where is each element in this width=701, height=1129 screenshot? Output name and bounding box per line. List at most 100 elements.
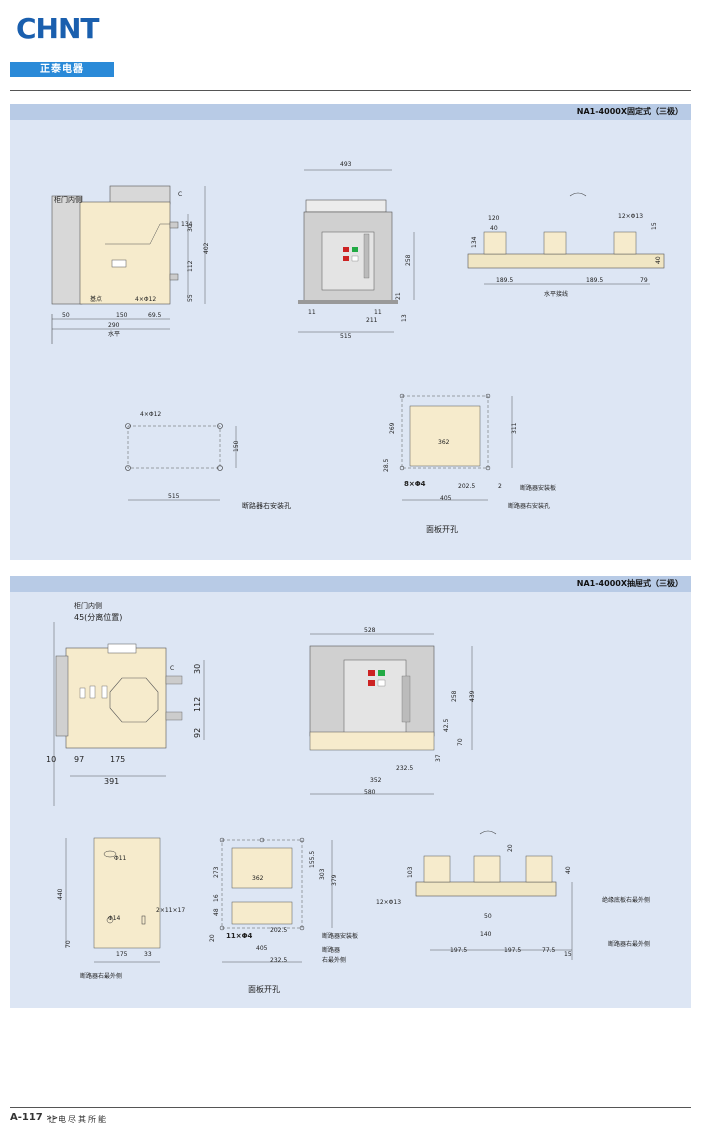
cutout-dim-48: 48 xyxy=(213,908,220,916)
side-holes-label: 4×Φ12 xyxy=(135,296,156,303)
front-dim-11-right: 11 xyxy=(374,309,382,316)
busbar-breaker-label: 断路器右最外侧 xyxy=(608,940,650,948)
cutout-dim-2: 2 xyxy=(498,483,502,490)
mount-holes-drawing xyxy=(125,423,237,501)
side-dim-50: 50 xyxy=(62,312,70,319)
busbar-dim-140: 140 xyxy=(480,931,492,938)
cutout-drawing xyxy=(399,393,513,501)
panel-fixed-type: NA1-4000X固定式（三极） 柜门内侧 基点 4×Φ12 C 50 150 … xyxy=(10,104,691,560)
panel-drawer-type: NA1-4000X抽屉式（三极） 柜门内侧 45(分离位置) C 30 112 … xyxy=(10,576,691,1008)
side-dim-30: 30 xyxy=(187,224,194,232)
side-dim-175: 175 xyxy=(110,755,125,764)
side-cabinet-label: 柜门内侧 xyxy=(54,195,82,204)
cutout-dim-20: 20 xyxy=(209,934,216,942)
cutout-dim-311: 311 xyxy=(511,422,518,434)
front-dim-70: 70 xyxy=(457,738,464,746)
side-dim-391: 391 xyxy=(104,777,119,786)
mount-dim-33: 33 xyxy=(144,951,152,958)
mount-dim-175: 175 xyxy=(116,951,128,958)
mount-dim-phi11: Φ11 xyxy=(114,855,127,862)
footer-divider xyxy=(10,1107,691,1108)
front-dim-515: 515 xyxy=(340,333,352,340)
cutout-side-label-1: 断路器 xyxy=(322,946,340,954)
panel-fixed-drawings: 柜门内侧 基点 4×Φ12 C 50 150 69.5 290 水平 402 1… xyxy=(51,161,665,510)
busbar-dim-20: 20 xyxy=(507,844,514,852)
logo-text: CHNT xyxy=(16,12,100,45)
busbar-dim-134: 134 xyxy=(471,236,478,248)
front-dim-352: 352 xyxy=(370,777,382,784)
panel-title: NA1-4000X固定式（三极） xyxy=(576,107,683,116)
front-dim-11-left: 11 xyxy=(308,309,316,316)
mount-dim-slot: 2×11×17 xyxy=(156,907,185,914)
mount-dim-515: 515 xyxy=(168,493,180,500)
panel-drawer-drawings: 柜门内侧 45(分离位置) C 30 112 92 10 97 175 391 … xyxy=(46,601,650,980)
cutout-dim-362: 362 xyxy=(252,875,264,882)
busbar-dim-15: 15 xyxy=(651,222,658,230)
side-isolate-label: 45(分离位置) xyxy=(74,612,122,622)
side-dim-290: 290 xyxy=(108,322,120,329)
front-dim-580: 580 xyxy=(364,789,376,796)
busbar-dim-103: 103 xyxy=(407,866,414,878)
cutout-panel-label: 断路器安装板 xyxy=(520,484,556,492)
side-dim-10: 10 xyxy=(46,755,56,764)
cutout-dim-202-5: 202.5 xyxy=(458,483,475,490)
front-dim-258: 258 xyxy=(451,690,458,702)
side-c-label: C xyxy=(170,665,174,672)
front-dim-42-5: 42.5 xyxy=(443,718,450,732)
busbar-insulator-label: 绝缘底板右最外侧 xyxy=(602,896,650,904)
mount-plate-drawing xyxy=(65,837,161,963)
cutout-dim-405: 405 xyxy=(440,495,452,502)
footer-slogan: 让电尽其所能 xyxy=(48,1115,108,1124)
page-number-text: A-117 xyxy=(10,1112,43,1123)
side-dim-402: 402 xyxy=(203,242,210,254)
busbar-dim-79: 79 xyxy=(640,277,648,284)
cutout-holes: 11×Φ4 xyxy=(226,932,253,940)
busbar-drawing xyxy=(415,830,573,960)
page-arrows: >> xyxy=(46,1114,58,1122)
panel-title: NA1-4000X抽屉式（三极） xyxy=(576,579,683,588)
side-dim-30: 30 xyxy=(193,664,202,674)
front-dim-232-5: 232.5 xyxy=(396,765,413,772)
top-divider xyxy=(10,90,691,91)
side-dim-150: 150 xyxy=(116,312,128,319)
front-dim-528: 528 xyxy=(364,627,376,634)
busbar-dim-120: 120 xyxy=(488,215,500,222)
front-dim-439: 439 xyxy=(469,690,476,702)
mount-dim-440: 440 xyxy=(57,888,64,900)
busbar-dim-50: 50 xyxy=(484,913,492,920)
busbar-drawing xyxy=(467,192,665,285)
busbar-dim-197-5-b: 197.5 xyxy=(504,947,521,954)
front-dim-258: 258 xyxy=(405,254,412,266)
busbar-dim-40: 40 xyxy=(490,225,498,232)
side-dim-55: 55 xyxy=(187,294,194,302)
logo-subtitle: 正泰电器 xyxy=(10,62,114,77)
side-dim-92: 92 xyxy=(193,728,202,738)
busbar-dim-40-right: 40 xyxy=(655,256,662,264)
side-dim-69-5: 69.5 xyxy=(148,312,162,319)
side-view-drawing xyxy=(51,185,206,344)
cutout-hole-label: 断路器右安装孔 xyxy=(508,502,550,510)
cutout-dim-202-5: 202.5 xyxy=(270,927,287,934)
busbar-dim-189-5-a: 189.5 xyxy=(496,277,513,284)
front-dim-21: 21 xyxy=(395,292,402,300)
busbar-dim-197-5-a: 197.5 xyxy=(450,947,467,954)
mount-label: 断路器右最外侧 xyxy=(80,972,122,980)
cutout-dim-155-5: 155.5 xyxy=(309,851,316,868)
side-dim-112: 112 xyxy=(193,697,202,712)
busbar-dim-189-5-b: 189.5 xyxy=(586,277,603,284)
busbar-holes: 12×Φ13 xyxy=(376,899,401,906)
side-base-label: 基点 xyxy=(90,295,102,303)
page-number: A-117 >> xyxy=(10,1112,58,1123)
side-view-drawing xyxy=(53,622,205,806)
mount-dim-150: 150 xyxy=(233,440,240,452)
cutout-dim-362: 362 xyxy=(438,439,450,446)
side-c-label: C xyxy=(178,191,182,198)
cutout-dim-16: 16 xyxy=(213,894,220,902)
front-dim-211: 211 xyxy=(366,317,378,324)
side-dim-134: 134 xyxy=(181,221,193,228)
panel-header: NA1-4000X抽屉式（三极） xyxy=(10,576,691,592)
busbar-dim-77-5: 77.5 xyxy=(542,947,556,954)
busbar-dim-40: 40 xyxy=(565,866,572,874)
logo-mark-area: CHNT xyxy=(10,4,114,60)
busbar-label: 水平接线 xyxy=(544,290,568,298)
